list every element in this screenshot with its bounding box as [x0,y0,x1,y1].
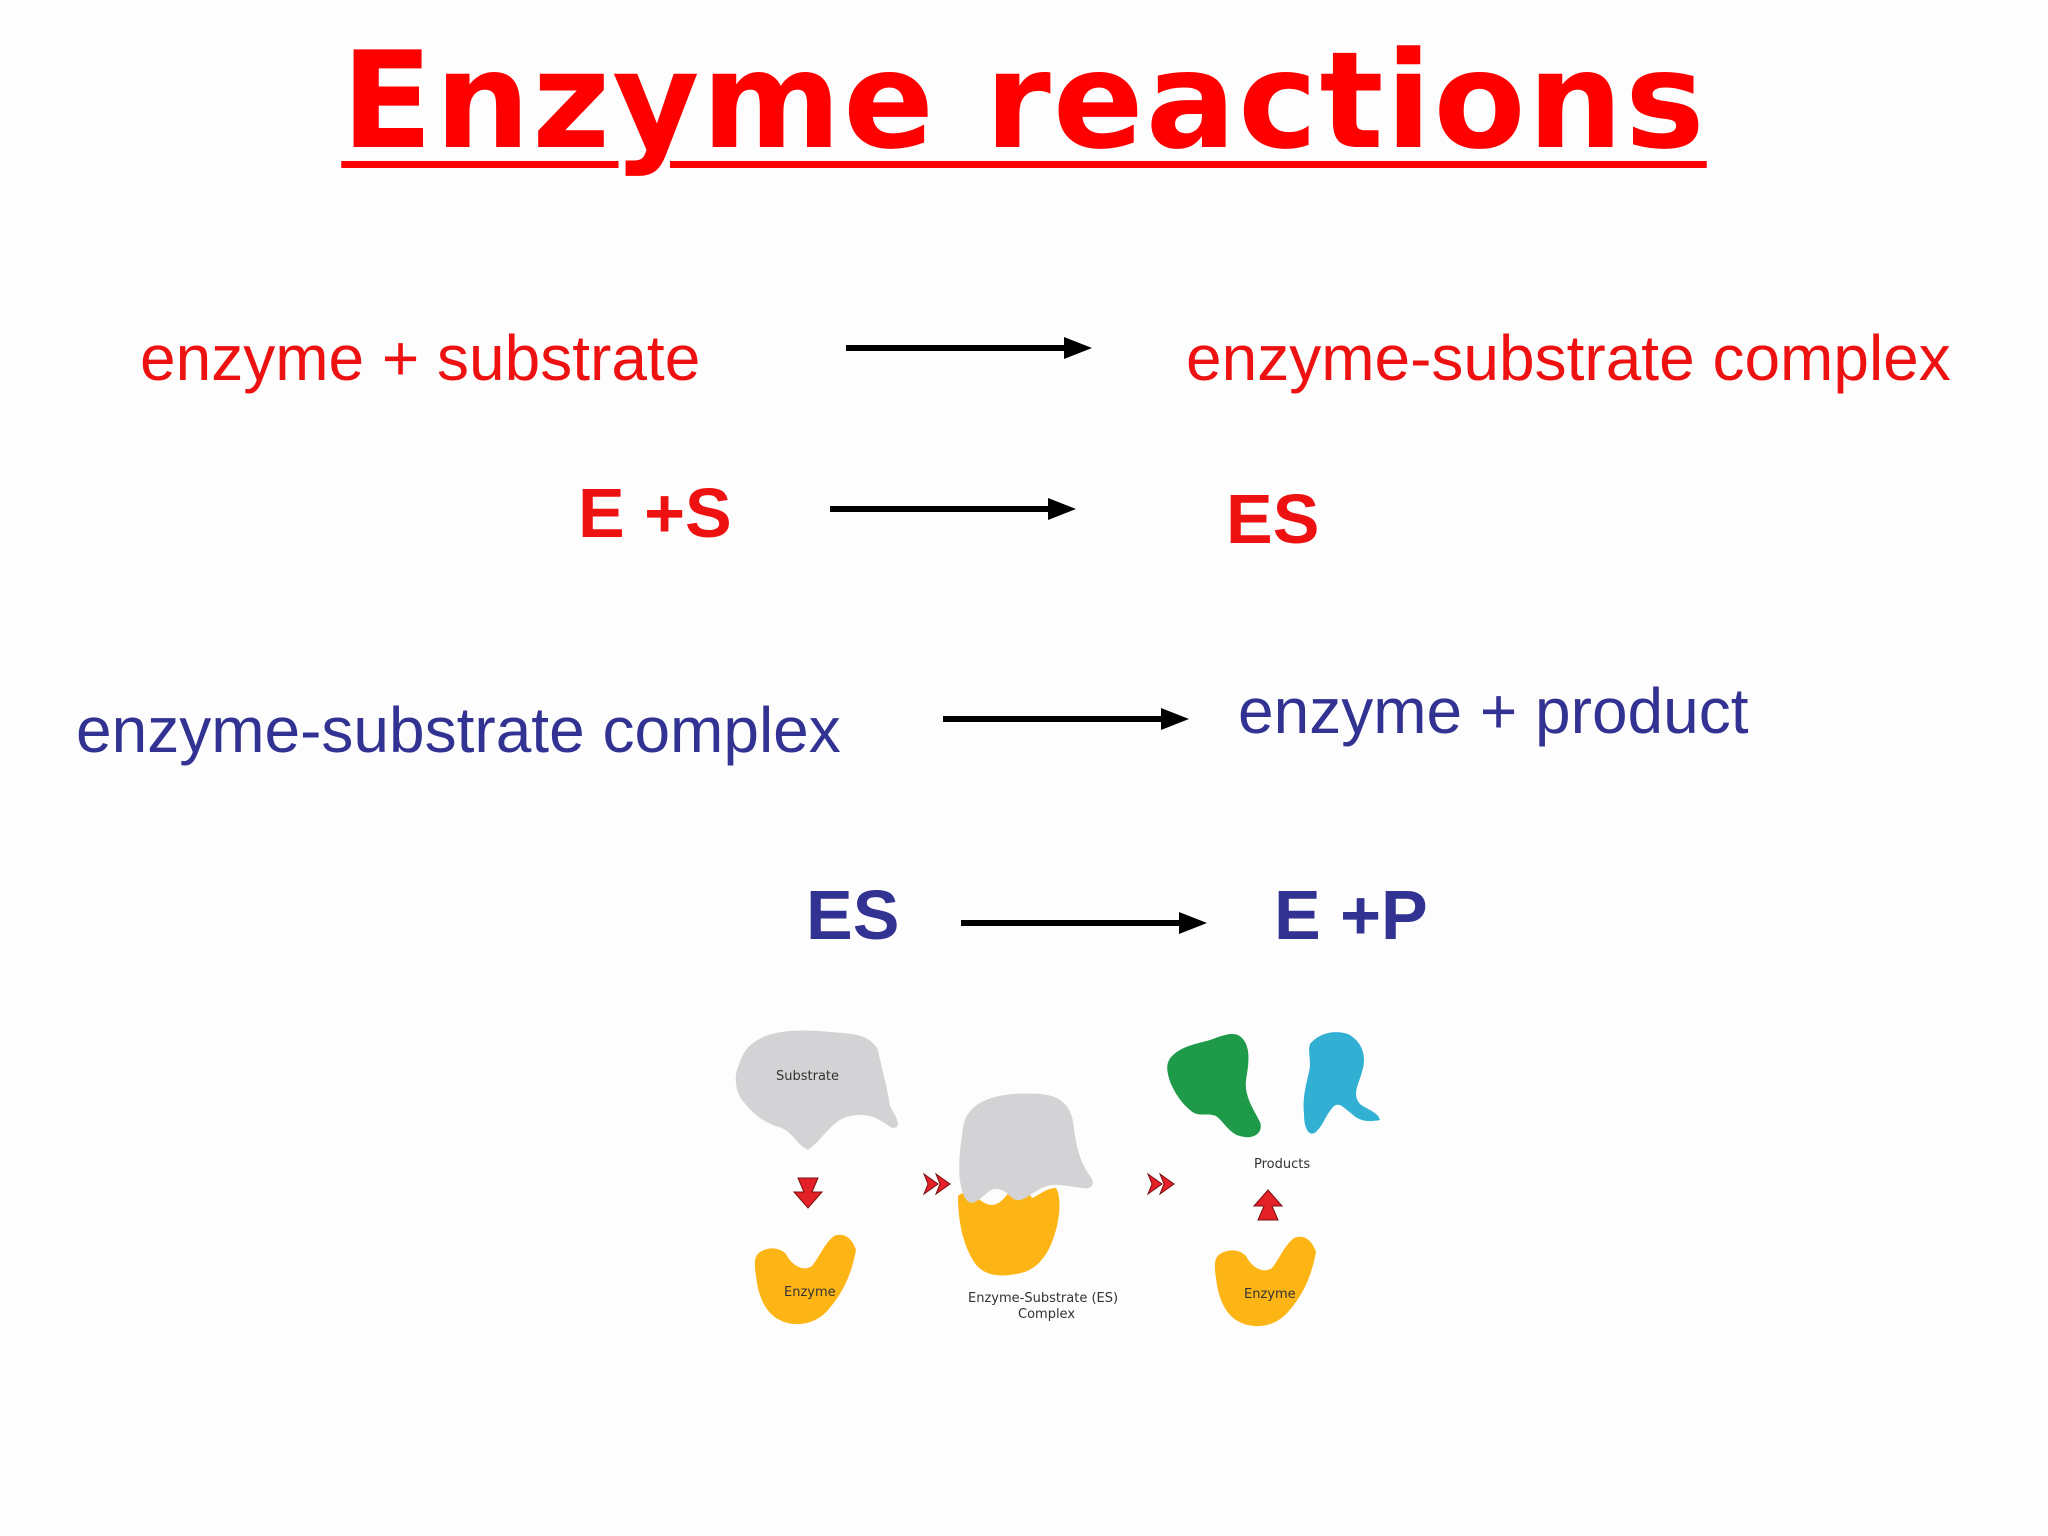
enzyme-diagram-svg: Substrate Enzyme Enzyme-Substrate (ES) C… [735,1030,1380,1327]
substrate-label: Substrate [776,1069,839,1084]
reaction2-short-arrow [961,911,1207,935]
red-up-arrow-icon [1252,1189,1284,1221]
enzyme-label-2: Enzyme [1244,1287,1296,1302]
es-complex-enzyme-shape [958,1188,1060,1276]
es-complex-substrate-shape [959,1093,1093,1203]
complex-label-line2: Complex [1018,1307,1075,1322]
arrow-right-icon [961,912,1207,934]
enzyme-label-1: Enzyme [784,1285,836,1300]
reaction1-left-text: enzyme + substrate [140,322,701,394]
reaction2-left-short: ES [806,876,900,954]
reaction1-short-arrow [830,497,1076,521]
arrow-right-icon [830,498,1076,520]
reaction1-arrow [846,336,1092,360]
slide-title-text: Enzyme reactions [341,23,1707,179]
enzyme-shape-2 [1214,1236,1316,1327]
red-right-arrow-icon-2 [1146,1172,1175,1196]
arrow-right-icon [846,337,1092,359]
substrate-shape [735,1030,898,1150]
red-down-arrow-icon [792,1177,824,1209]
reaction2-left-text: enzyme-substrate complex [76,694,841,766]
reaction1-right-short: ES [1226,480,1320,558]
slide-title: Enzyme reactions [0,23,2048,179]
reaction2-right-text: enzyme + product [1238,675,1749,747]
product-green-shape [1167,1034,1261,1138]
arrow-right-icon [943,708,1189,730]
enzyme-substrate-illustration: Substrate Enzyme Enzyme-Substrate (ES) C… [720,1010,1400,1350]
product-blue-shape [1303,1032,1380,1134]
complex-label-line1: Enzyme-Substrate (ES) [968,1291,1118,1306]
products-label: Products [1254,1157,1310,1172]
reaction1-right-text: enzyme-substrate complex [1186,322,1951,394]
reaction2-right-short: E +P [1274,876,1428,954]
reaction1-left-short: E +S [578,474,732,552]
enzyme-shape-1 [754,1234,856,1325]
reaction2-arrow [943,707,1189,731]
red-right-arrow-icon-1 [922,1172,951,1196]
